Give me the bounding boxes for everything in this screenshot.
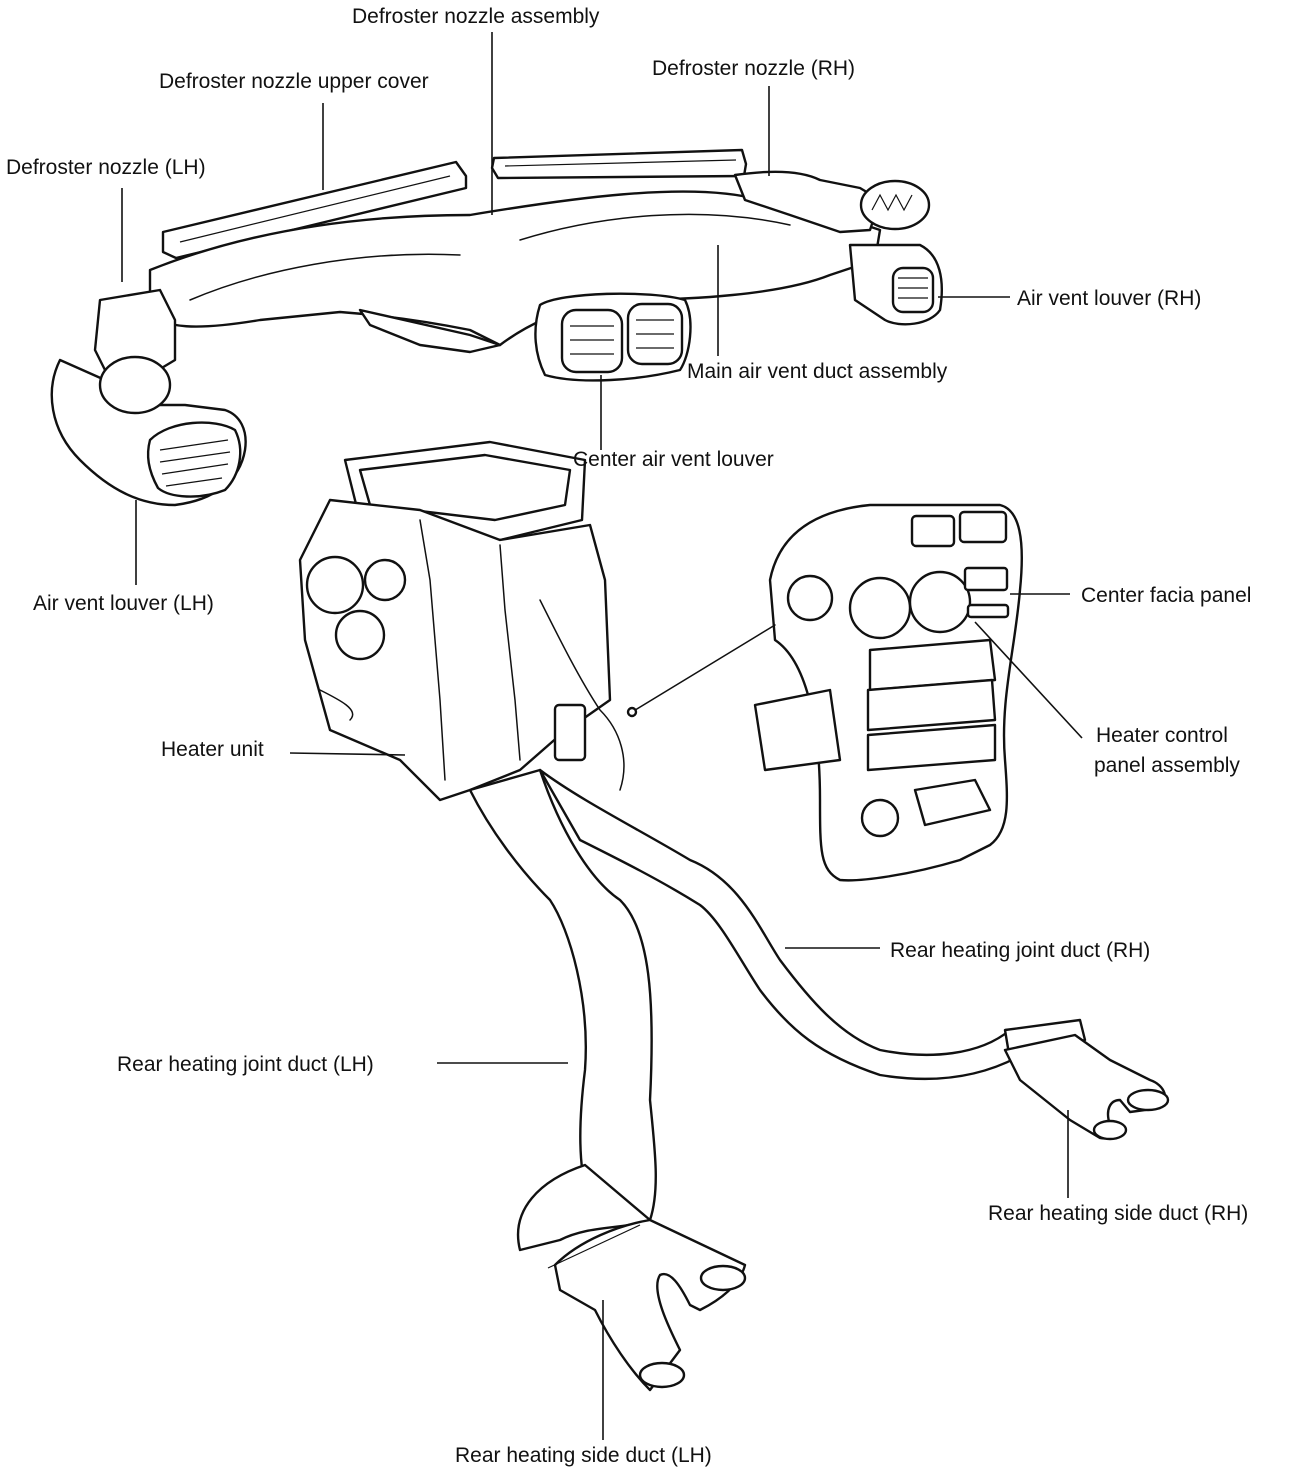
defroster-upper-cover-rh [490,148,748,180]
main-air-vent-duct-body [148,190,882,354]
label-heater-control-panel-line2: panel assembly [1094,754,1240,777]
air-vent-louver-rh-part [848,243,943,326]
defroster-upper-cover-lh [161,160,468,260]
label-main-air-vent-duct-assembly: Main air vent duct assembly [687,360,948,383]
label-defroster-nozzle-rh: Defroster nozzle (RH) [652,57,855,80]
label-center-facia-panel: Center facia panel [1081,584,1251,607]
defroster-nozzle-rh-part [733,170,931,234]
callout-labels: Defroster nozzle assembly Defroster nozz… [6,5,1251,1467]
label-rear-heating-joint-duct-rh: Rear heating joint duct (RH) [890,939,1150,962]
label-center-air-vent-louver: Center air vent louver [573,448,774,471]
label-defroster-nozzle-upper-cover: Defroster nozzle upper cover [159,70,429,93]
label-rear-heating-side-duct-lh: Rear heating side duct (LH) [455,1444,712,1467]
heater-unit-part [298,440,625,802]
label-air-vent-louver-lh: Air vent louver (LH) [33,592,214,615]
label-defroster-nozzle-lh: Defroster nozzle (LH) [6,156,206,179]
center-facia-panel-part [626,503,1023,882]
label-defroster-nozzle-assembly: Defroster nozzle assembly [352,5,600,28]
center-air-vent-louver-part [534,292,692,382]
label-rear-heating-side-duct-rh: Rear heating side duct (RH) [988,1202,1248,1225]
rear-heating-duct-lh-part [468,768,747,1392]
air-vent-louver-lh-part [50,288,247,507]
rear-heating-duct-rh-part [538,768,1170,1141]
label-rear-heating-joint-duct-lh: Rear heating joint duct (LH) [117,1053,374,1076]
leader-lines [121,32,1083,1440]
label-heater-control-panel-line1: Heater control [1096,724,1228,747]
label-air-vent-louver-rh: Air vent louver (RH) [1017,287,1201,310]
label-heater-unit: Heater unit [161,738,264,761]
